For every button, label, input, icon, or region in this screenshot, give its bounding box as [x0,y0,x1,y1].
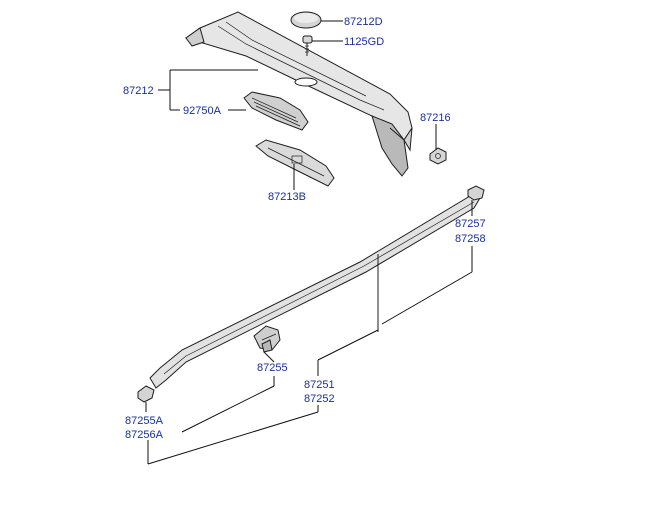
roof-rail-part[interactable] [149,195,481,389]
label-87251[interactable]: 87251 [304,379,335,391]
label-87252[interactable]: 87252 [304,393,335,405]
leader-lines [145,20,473,465]
label-87256A[interactable]: 87256A [125,429,164,441]
nut-part[interactable] [429,147,447,165]
label-92750A[interactable]: 92750A [183,105,222,117]
label-87216[interactable]: 87216 [420,112,451,124]
cap-part[interactable] [290,11,322,29]
label-87213B[interactable]: 87213B [268,191,306,203]
label-87212[interactable]: 87212 [123,85,154,97]
bracket-part[interactable] [255,139,335,187]
label-1125GD[interactable]: 1125GD [344,36,384,48]
label-87257[interactable]: 87257 [455,218,486,230]
front-end-cap-part[interactable] [137,385,155,403]
lamp-part[interactable] [243,91,309,131]
spoiler-part[interactable] [184,11,413,177]
bolt-part[interactable] [302,35,313,56]
label-87255A[interactable]: 87255A [125,415,164,427]
label-87212D[interactable]: 87212D [344,16,383,28]
clip-part[interactable] [253,325,281,353]
part-labels: 87212D 1125GD 87212 92750A 87216 87213B … [123,16,486,441]
label-87255[interactable]: 87255 [257,362,288,374]
rear-end-cap-part[interactable] [467,185,485,201]
label-87258[interactable]: 87258 [455,233,486,245]
